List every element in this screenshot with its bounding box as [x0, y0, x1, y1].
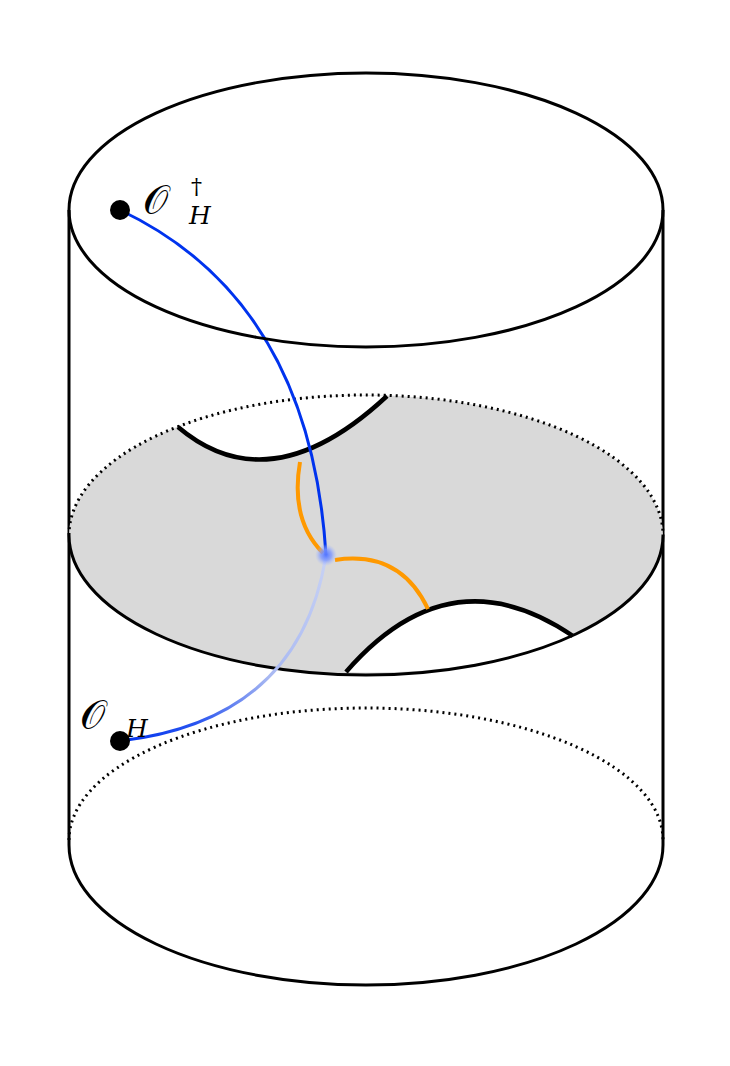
horizon-arc: [178, 396, 387, 460]
dagger-superscript: †: [191, 176, 202, 198]
operator-dot: [110, 200, 130, 220]
orange-geodesic: [298, 462, 323, 553]
operator-subscript: H: [126, 716, 148, 741]
slice-front-edge: [69, 535, 663, 675]
bottom-cap-back: [69, 708, 663, 840]
top-cap: [69, 73, 663, 347]
horizon-region: [346, 601, 573, 672]
slice-back-edge: [69, 395, 663, 535]
horizon-arc: [346, 601, 573, 672]
time-slice: [69, 395, 663, 675]
operator-symbol: 𝒪: [143, 180, 168, 220]
orange-geodesic: [335, 559, 428, 609]
operator-symbol: 𝒪: [80, 695, 105, 735]
operator-subscript: H: [189, 203, 211, 228]
horizon-region: [178, 396, 387, 460]
particle-worldline: [120, 555, 326, 741]
particle-glow: [315, 544, 337, 566]
particle-worldline: [120, 210, 326, 555]
bottom-cap-front: [69, 845, 663, 985]
